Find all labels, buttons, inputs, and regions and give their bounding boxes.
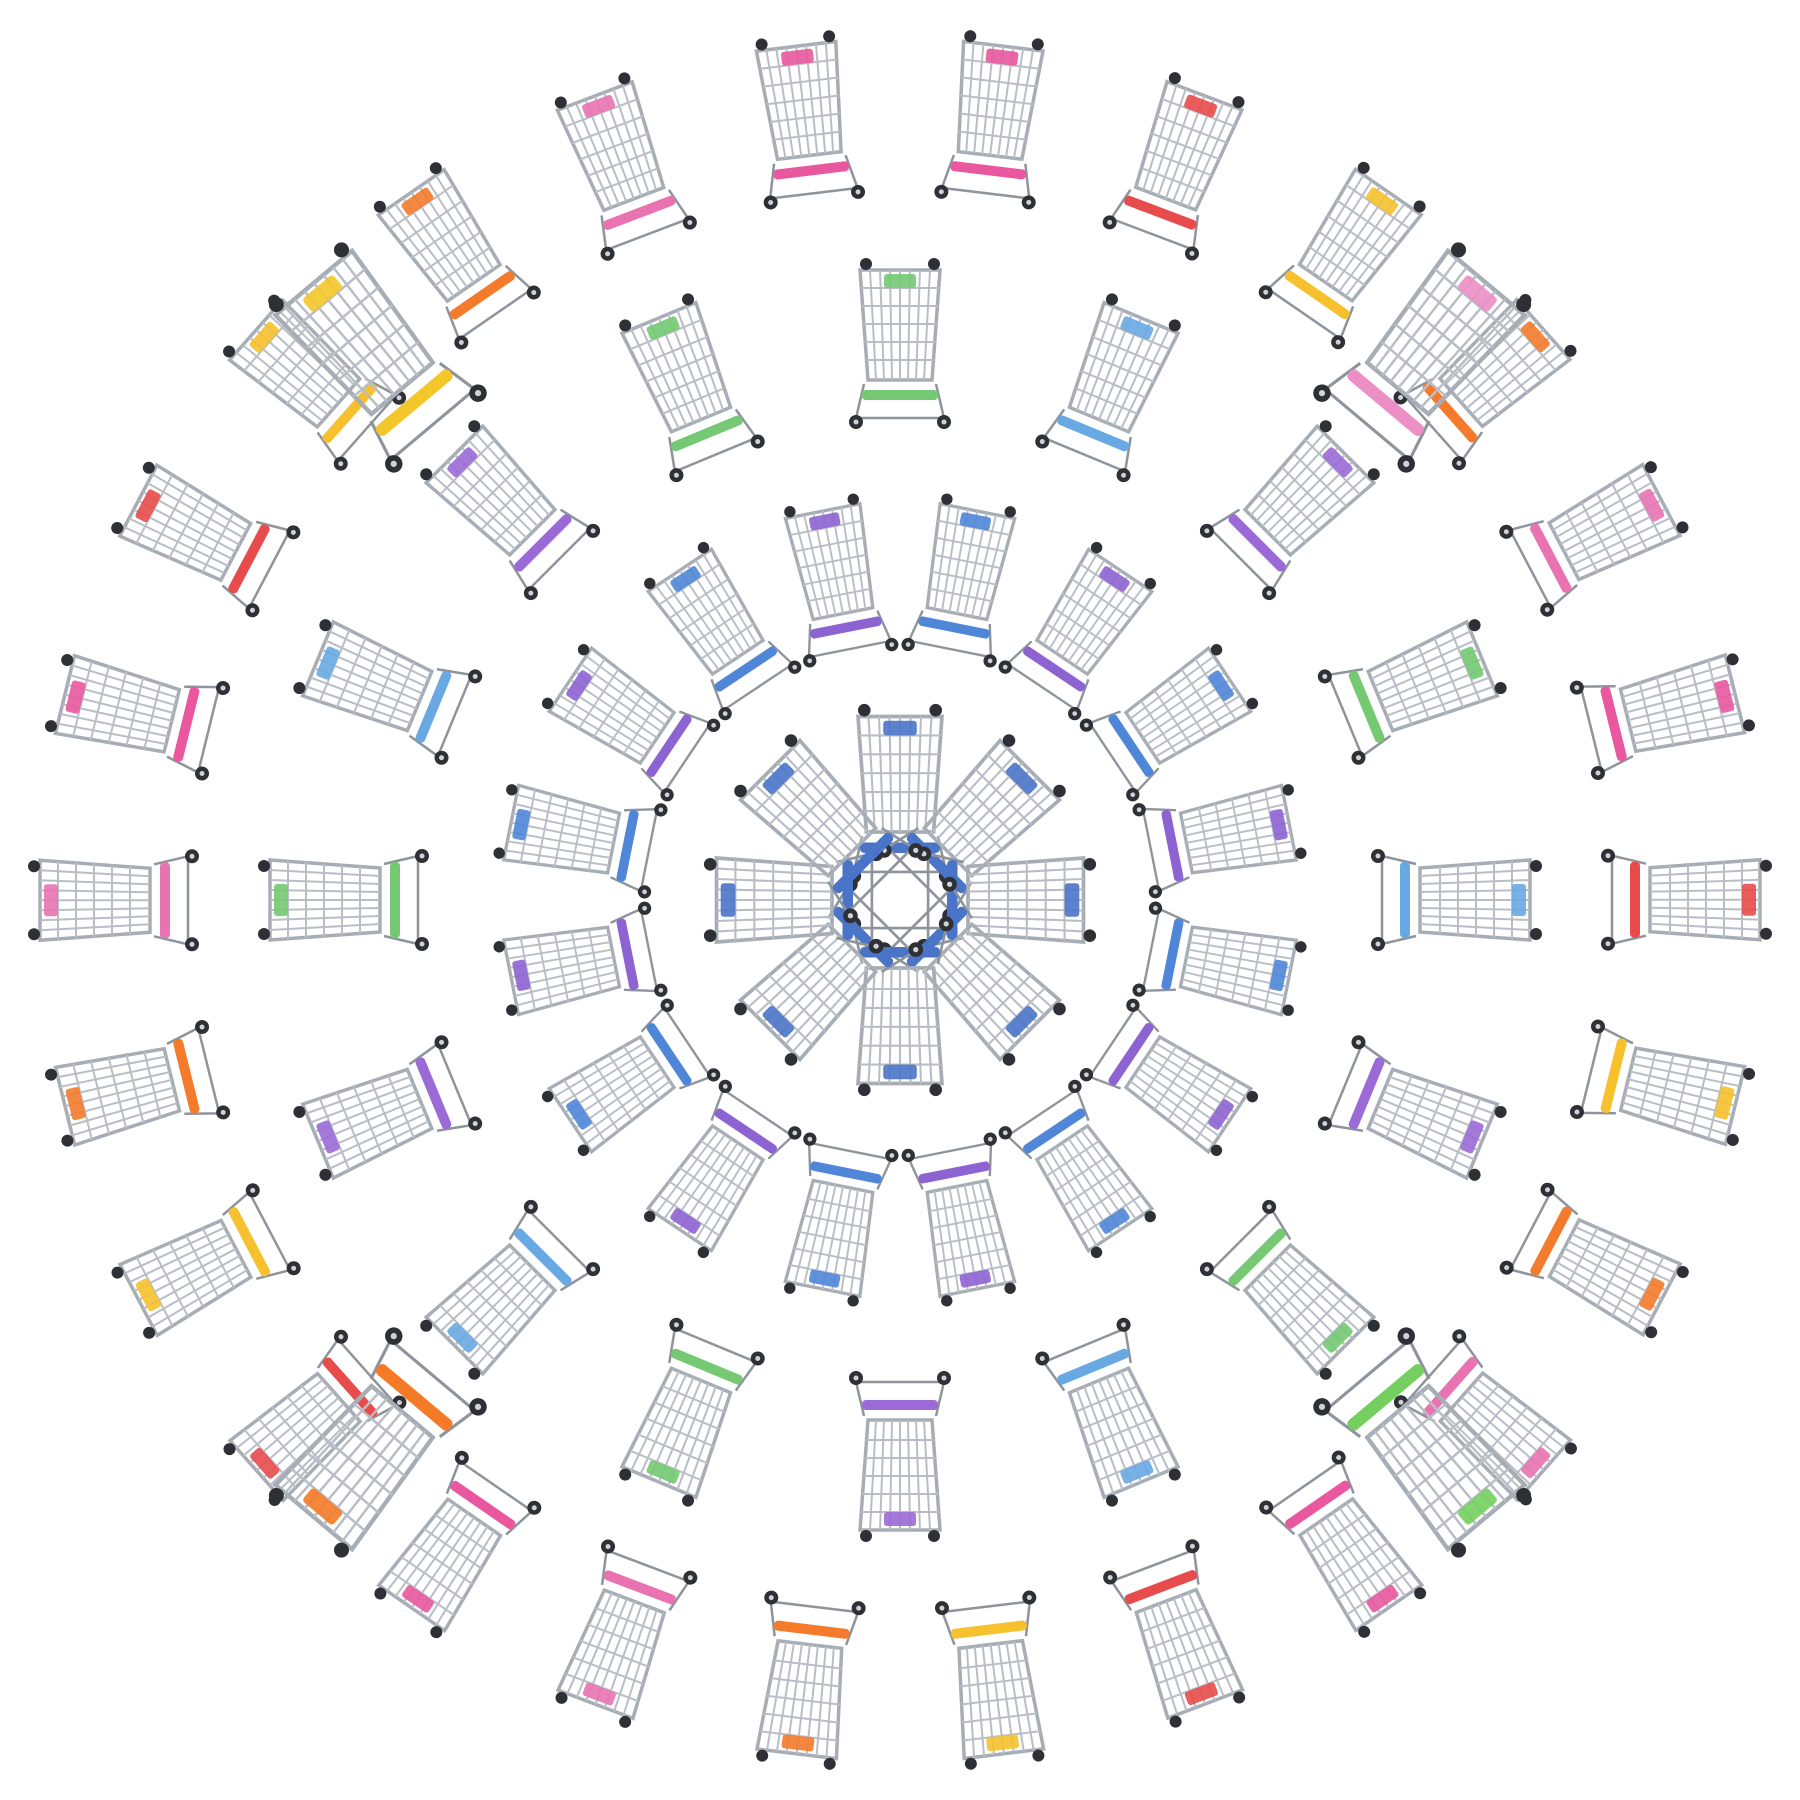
ring-2-cart — [258, 849, 429, 951]
ring-2-cart — [293, 1035, 483, 1181]
ring-3-cart — [374, 1450, 542, 1639]
ring-2-cart — [293, 619, 483, 765]
ring-2-cart — [1199, 420, 1380, 601]
ring-3-cart — [555, 1539, 698, 1728]
ring-1-cart — [783, 493, 899, 668]
ring-1-cart — [1132, 783, 1307, 899]
ring-2-cart — [849, 258, 951, 429]
ring-3-cart — [1499, 1182, 1689, 1339]
ring-3-cart — [44, 653, 231, 781]
ring-1-cart — [998, 541, 1157, 721]
ring-3-cart — [373, 162, 541, 350]
cart-mandala — [28, 30, 1772, 1770]
ring-3-cart — [1103, 1539, 1246, 1728]
ring-2-cart — [849, 1371, 951, 1542]
ring-2-cart — [420, 1199, 601, 1380]
ring-2-cart — [1035, 1317, 1181, 1507]
ring-2-cart — [420, 420, 601, 601]
ring-2-cart — [1371, 849, 1542, 951]
ring-3-cart — [1569, 652, 1755, 781]
ring-1-cart — [998, 1079, 1156, 1259]
ring-3-cart — [1259, 1450, 1427, 1638]
ring-3-cart — [28, 849, 199, 952]
ring-1-cart — [541, 998, 721, 1156]
ring-1-cart — [901, 493, 1017, 668]
ring-2-cart — [1035, 293, 1181, 483]
ring-1-cart — [541, 643, 721, 802]
ring-1-cart — [783, 1132, 899, 1307]
ring-2-cart — [1317, 1035, 1507, 1181]
ring-3-cart — [111, 461, 301, 618]
ring-1-cart — [901, 1132, 1017, 1307]
corner-cart-top-right — [1313, 242, 1532, 473]
ring-3-cart — [1569, 1019, 1756, 1147]
ring-1-cart — [643, 1079, 802, 1259]
ring-3 — [28, 30, 1772, 1770]
corner-cart-bottom-right — [1313, 1327, 1532, 1558]
ring-1-cart — [644, 541, 802, 721]
ring-1-cart — [493, 901, 668, 1017]
ring-2 — [258, 258, 1542, 1542]
ring-1-cart — [1079, 998, 1259, 1157]
ring-3-cart — [223, 294, 407, 471]
ring-2-cart — [1317, 619, 1507, 765]
ring-3-cart — [934, 30, 1046, 210]
ring-3-cart — [1499, 461, 1689, 617]
ring-2-cart — [1199, 1199, 1380, 1380]
corner-cart-bottom-left — [268, 1327, 487, 1558]
ring-3-cart — [754, 1590, 866, 1770]
ring-3-cart — [1258, 161, 1426, 350]
core-cart — [734, 734, 924, 924]
ring-2-cart — [619, 293, 765, 483]
ring-3-cart — [45, 1019, 231, 1148]
ring-1-cart — [1079, 644, 1259, 802]
ring-3-cart — [1601, 848, 1772, 951]
ring-3-cart — [754, 30, 866, 210]
ring-3-cart — [554, 72, 697, 261]
ring-1-cart — [1132, 901, 1307, 1017]
core — [703, 703, 1097, 1097]
corner-cart-top-left — [268, 242, 487, 473]
ring-1-cart — [493, 783, 668, 899]
corner-carts — [268, 242, 1532, 1558]
ring-1 — [493, 493, 1307, 1307]
ring-3-cart — [934, 1590, 1046, 1770]
ring-2-cart — [619, 1317, 765, 1507]
ring-3-cart — [111, 1183, 301, 1339]
ring-3-cart — [1102, 72, 1245, 261]
